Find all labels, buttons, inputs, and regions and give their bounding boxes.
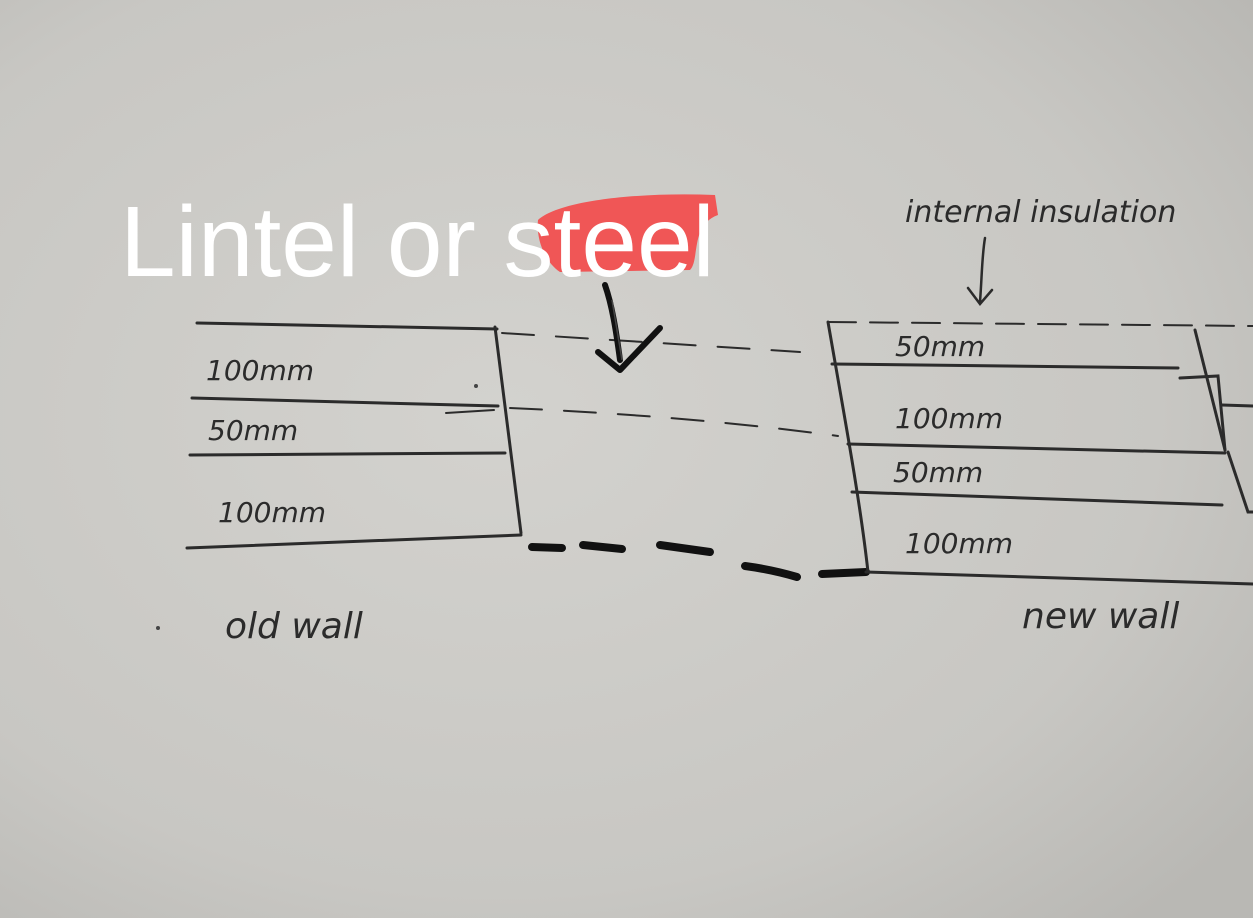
old-wall-layer-1: 100mm: [206, 354, 314, 387]
pencil-dot: [156, 626, 160, 630]
new-wall-inner-edge-1: [1193, 328, 1227, 452]
new-wall-inner-edge-2: [1178, 374, 1227, 452]
internal-insulation-label: internal insulation: [905, 195, 1176, 230]
new-wall-layer-3: 50mm: [893, 456, 983, 489]
old-wall-divider-1: [190, 396, 500, 408]
new-wall-bottom-line: [864, 570, 1253, 586]
new-wall-top-dashed-line: [827, 321, 1253, 327]
old-wall-bottom-line: [185, 533, 523, 550]
old-wall-layer-3: 100mm: [218, 496, 326, 529]
new-wall-divider-1: [830, 362, 1180, 370]
overlay-title: Lintel or steel: [120, 186, 715, 298]
marker-dashed-line: [528, 541, 870, 581]
new-wall-label: new wall: [1022, 596, 1179, 637]
old-wall-right-edge: [493, 325, 523, 535]
new-wall-layer-1: 50mm: [895, 330, 985, 363]
arrow-pencil-stroke: [611, 299, 623, 361]
new-wall-divider-2: [846, 442, 1227, 455]
old-wall-divider-2: [188, 451, 507, 457]
new-wall-divider-3: [850, 490, 1224, 507]
new-wall-layer-2: 100mm: [895, 402, 1003, 435]
new-wall-layer-4: 100mm: [905, 527, 1013, 560]
gap-dashed-lines: [501, 332, 839, 437]
old-wall-label: old wall: [225, 606, 363, 647]
lintel-arrow-icon: [595, 282, 663, 373]
red-highlight-mark: [537, 194, 718, 272]
new-wall-right-edge: [1226, 450, 1253, 514]
new-wall-left-edge: [826, 320, 870, 574]
old-wall-layer-2: 50mm: [208, 414, 298, 447]
pencil-dot: [474, 384, 478, 388]
new-wall-diagram: [826, 320, 1253, 586]
old-wall-diagram: [185, 321, 523, 550]
new-wall-inner-edge-3: [1220, 403, 1253, 408]
old-wall-top-line: [195, 321, 499, 331]
insulation-arrow-icon: [966, 236, 994, 306]
old-wall-tick-mark: [445, 409, 495, 414]
